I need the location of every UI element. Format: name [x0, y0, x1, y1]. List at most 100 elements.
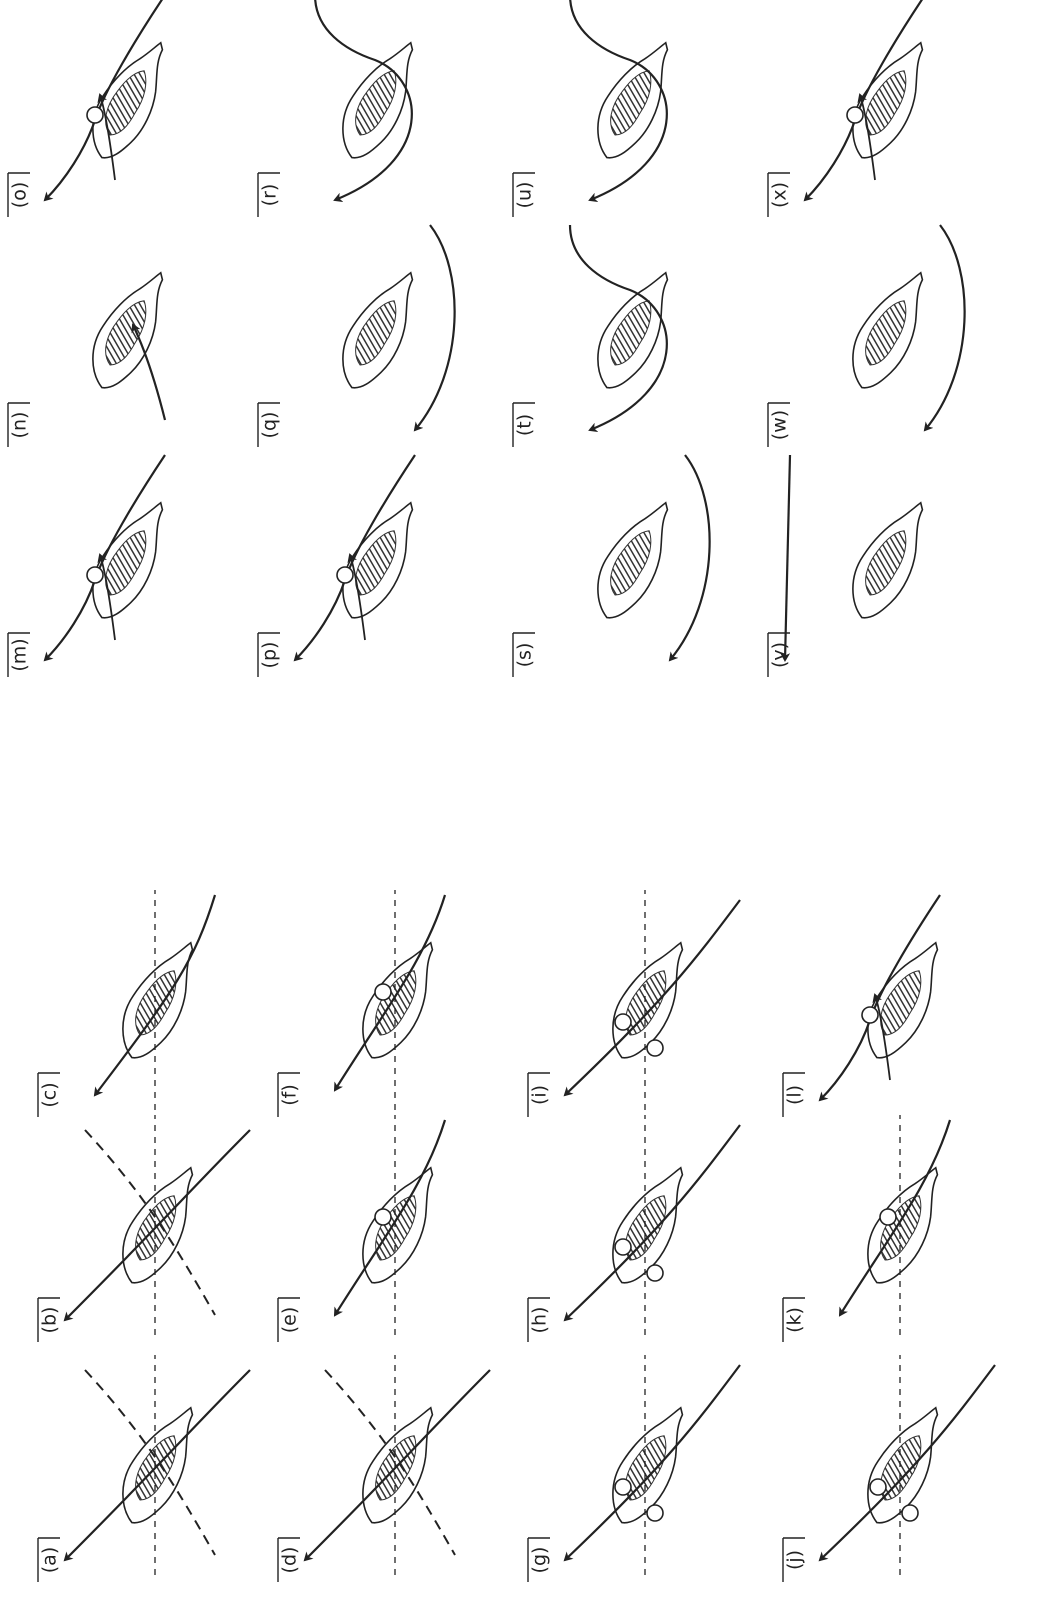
- panels-layer: (a) (b) (c) (d) (e) (f) (g) (h) (i) (j) (k) (l) (m) (…: [8, 0, 995, 1582]
- panel: [805, 0, 934, 200]
- panel-label-text: (q): [259, 412, 281, 439]
- secondary-low-symbol: [615, 1479, 631, 1495]
- panel: [565, 1355, 740, 1575]
- island-outline: [841, 490, 933, 628]
- panel: [785, 455, 934, 660]
- island-outline: [331, 490, 423, 628]
- panel: [565, 890, 740, 1110]
- typhoon-track: [305, 1370, 490, 1560]
- secondary-low-symbol: [615, 1014, 631, 1030]
- secondary-low-symbol: [862, 1007, 878, 1023]
- secondary-low-symbol: [847, 107, 863, 123]
- panel: [45, 0, 174, 200]
- panel: [841, 225, 964, 430]
- panel-label-text: (w): [769, 410, 791, 440]
- secondary-low-symbol: [87, 567, 103, 583]
- panel-label-text: (r): [259, 184, 281, 207]
- panel-label-text: (j): [784, 1550, 806, 1570]
- panel-label: (b): [38, 1298, 61, 1342]
- panel-label: (c): [38, 1073, 61, 1117]
- secondary-low-symbol: [615, 1239, 631, 1255]
- panel-label-text: (k): [784, 1307, 806, 1333]
- typhoon-track: [785, 455, 790, 660]
- secondary-low-symbol: [647, 1265, 663, 1281]
- panel: [45, 455, 174, 660]
- panel: [315, 0, 424, 200]
- panel: [570, 225, 679, 430]
- island-outline: [841, 260, 933, 398]
- island-outline: [81, 30, 173, 168]
- secondary-low-symbol: [337, 567, 353, 583]
- typhoon-track: [415, 225, 455, 430]
- island-outline: [331, 260, 423, 398]
- panel-label: (s): [513, 633, 536, 677]
- panel-label: (h): [528, 1298, 551, 1342]
- panel: [840, 1115, 950, 1335]
- panel-label: (g): [528, 1538, 551, 1582]
- panel: [335, 890, 445, 1110]
- panel-label: (a): [38, 1538, 61, 1582]
- panel-label-text: (i): [529, 1085, 551, 1105]
- panel: [565, 1115, 740, 1335]
- secondary-low-symbol: [375, 984, 391, 1000]
- panel: [820, 895, 949, 1100]
- secondary-low-symbol: [647, 1040, 663, 1056]
- panel-label: (o): [8, 173, 31, 217]
- panel-label-text: (d): [279, 1547, 301, 1574]
- typhoon-track: [670, 455, 710, 660]
- panel-label: (e): [278, 1298, 301, 1342]
- island-outline: [856, 1155, 948, 1293]
- panel-label: (j): [783, 1538, 806, 1582]
- panel-label: (d): [278, 1538, 301, 1582]
- panel: [81, 260, 173, 420]
- panel: [65, 1115, 250, 1335]
- panel-label-text: (l): [784, 1085, 806, 1105]
- typhoon-track: [65, 1130, 250, 1320]
- panel-label-text: (m): [9, 638, 31, 671]
- panel: [95, 890, 215, 1110]
- secondary-low-symbol: [87, 107, 103, 123]
- panel: [331, 225, 454, 430]
- panel: [295, 455, 424, 660]
- island-outline: [351, 1155, 443, 1293]
- secondary-low-symbol: [375, 1209, 391, 1225]
- panel-label: (u): [513, 173, 536, 217]
- panel-label: (n): [8, 403, 31, 447]
- island-outline: [586, 490, 678, 628]
- panel: [586, 455, 709, 660]
- panel-label: (x): [768, 173, 791, 217]
- panel-label-text: (v): [769, 642, 791, 668]
- panel-label-text: (u): [514, 182, 536, 209]
- island-outline: [111, 930, 203, 1068]
- panel-label-text: (h): [529, 1307, 551, 1334]
- typhoon-track: [925, 225, 965, 430]
- panel-label-text: (o): [9, 182, 31, 208]
- panel: [335, 1115, 445, 1335]
- panel-label: (l): [783, 1073, 806, 1117]
- island-outline: [81, 260, 173, 398]
- panel-label-text: (x): [769, 182, 791, 208]
- panel-label: (v): [768, 633, 791, 677]
- panel-label-text: (n): [9, 412, 31, 439]
- typhoon-track: [65, 1370, 250, 1560]
- island-outline: [81, 490, 173, 628]
- island-outline: [856, 930, 948, 1068]
- panel-label: (m): [8, 633, 31, 677]
- panel-label-text: (g): [529, 1547, 551, 1574]
- panel-label-text: (s): [514, 643, 536, 668]
- panel-label: (r): [258, 173, 281, 217]
- panel-label: (p): [258, 633, 281, 677]
- panel-label-text: (t): [514, 414, 536, 436]
- panel: [65, 1355, 250, 1575]
- panel-label-text: (f): [279, 1084, 301, 1106]
- panel-label-text: (b): [39, 1307, 61, 1334]
- panel-label-text: (e): [279, 1307, 301, 1334]
- secondary-low-symbol: [880, 1209, 896, 1225]
- secondary-low-symbol: [902, 1505, 918, 1521]
- panel-label: (w): [768, 403, 791, 447]
- panel: [820, 1355, 995, 1575]
- panel-label: (i): [528, 1073, 551, 1117]
- island-outline: [841, 30, 933, 168]
- panel-label: (f): [278, 1073, 301, 1117]
